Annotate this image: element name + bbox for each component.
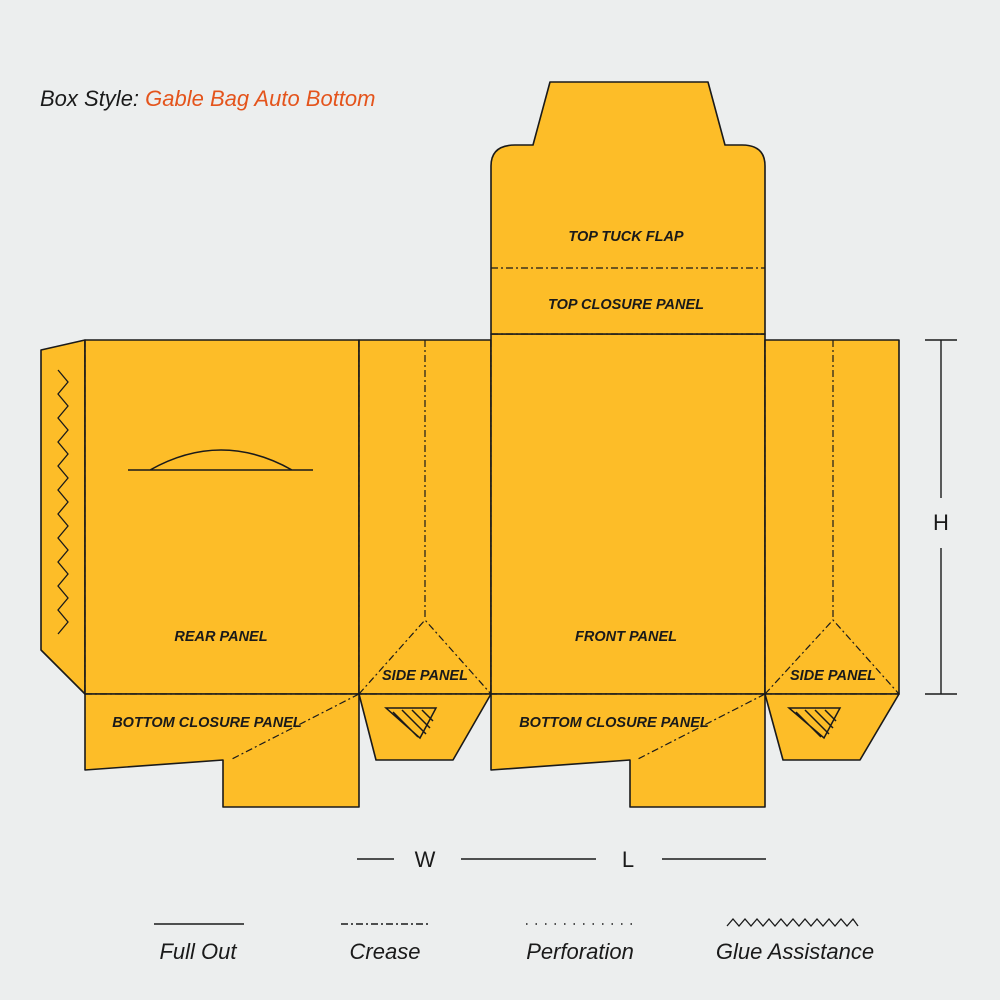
- length-dimension-label: L: [622, 847, 634, 872]
- legend-glue-assistance-label: Glue Assistance: [716, 939, 874, 964]
- top-tuck-flap-label: TOP TUCK FLAP: [568, 229, 684, 245]
- height-dimension-label: H: [933, 510, 949, 535]
- box-style-title: Box Style: Gable Bag Auto Bottom: [40, 86, 376, 112]
- legend-crease-label: Crease: [350, 939, 421, 964]
- box-style-name: Gable Bag Auto Bottom: [145, 86, 376, 111]
- title-prefix: Box Style:: [40, 86, 140, 111]
- bottom-closure-left-label: BOTTOM CLOSURE PANEL: [112, 715, 302, 731]
- height-dimension-line: [925, 339, 957, 695]
- glue-flap: [40, 339, 86, 695]
- handle-cut: [128, 449, 313, 471]
- width-dimension-label: W: [415, 847, 436, 872]
- zigzag-line-icon: [726, 917, 859, 927]
- rear-panel-label: REAR PANEL: [174, 629, 267, 645]
- legend-perforation-label: Perforation: [526, 939, 634, 964]
- glue-assistance-zigzag: [57, 369, 69, 635]
- front-panel-label: FRONT PANEL: [575, 629, 677, 645]
- side-panel-left-label: SIDE PANEL: [382, 668, 468, 684]
- side-panel-right-label: SIDE PANEL: [790, 668, 876, 684]
- crease-lines: [84, 267, 900, 761]
- side-panel-right: [764, 339, 900, 695]
- top-closure-and-tuck: [490, 81, 766, 335]
- top-closure-panel-label: TOP CLOSURE PANEL: [548, 297, 704, 313]
- bottom-closure-left: [84, 693, 360, 808]
- hatch-right: [786, 707, 842, 740]
- rear-panel: [84, 339, 360, 695]
- bottom-closure-right-label: BOTTOM CLOSURE PANEL: [519, 715, 709, 731]
- legend-full-out-label: Full Out: [159, 939, 237, 964]
- hatch-left: [384, 707, 438, 740]
- bottom-closure-right: [490, 693, 766, 808]
- bottom-flap-left: [358, 693, 492, 761]
- front-panel: [490, 333, 766, 695]
